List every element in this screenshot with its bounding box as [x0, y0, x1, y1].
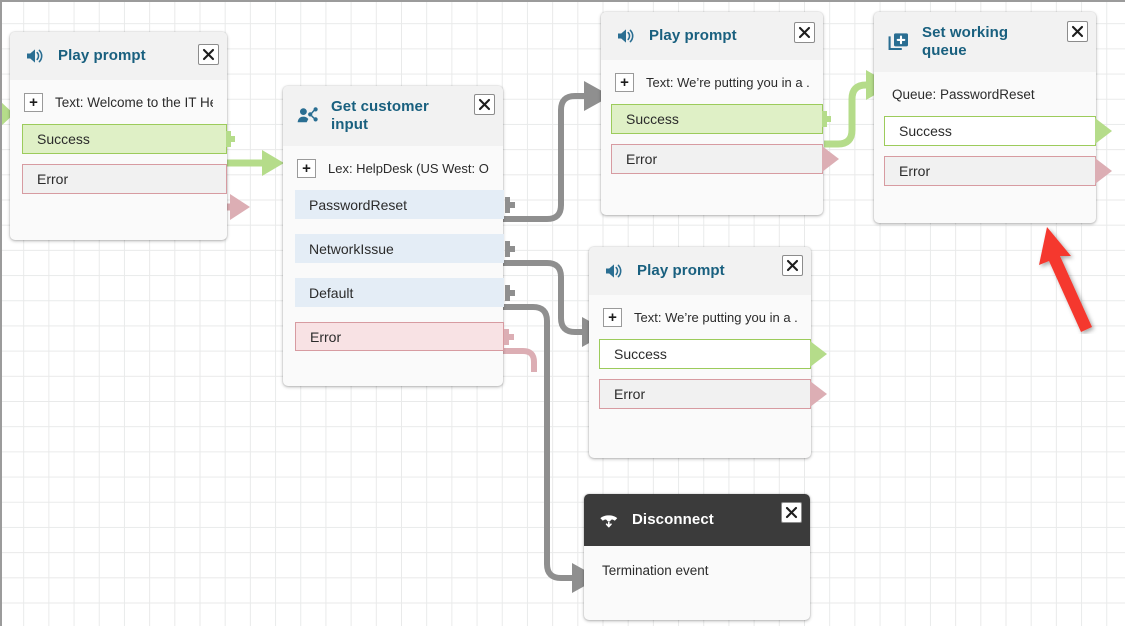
node-footer-spacer — [601, 184, 823, 196]
node-title: Play prompt — [649, 27, 737, 44]
plus-icon[interactable]: + — [603, 307, 622, 327]
node-body: Termination event — [584, 546, 810, 594]
node-header: Set working queue — [874, 12, 1096, 72]
param-text: Text: We’re putting you in a ... — [646, 74, 809, 90]
speaker-icon — [615, 25, 637, 47]
node-title: Play prompt — [58, 47, 146, 64]
close-icon[interactable] — [794, 22, 815, 43]
param-text: Text: We’re putting you in a ... — [634, 309, 797, 325]
node-title: Disconnect — [632, 511, 714, 528]
branch-label: PasswordReset — [309, 196, 408, 213]
canvas-edge-top — [0, 0, 1125, 2]
connector-stub — [822, 108, 831, 130]
branch-success[interactable]: Success — [884, 116, 1112, 146]
branch-passwordreset[interactable]: PasswordReset — [295, 190, 515, 219]
connector-stub — [505, 282, 515, 304]
param-text: Termination event — [602, 562, 709, 578]
node-title: Play prompt — [637, 262, 725, 279]
connector-welcome-error-stub — [226, 194, 250, 220]
node-play-prompt-hold-top[interactable]: Play prompt + Text: We’re putting you in… — [601, 12, 839, 215]
node-play-prompt-welcome[interactable]: Play prompt + Text: Welcome to the IT He… — [10, 32, 235, 240]
node-header: Get customer input — [283, 86, 503, 146]
close-icon[interactable] — [1067, 21, 1088, 42]
canvas-edge-left — [0, 0, 2, 626]
branch-success[interactable]: Success — [611, 104, 831, 134]
branch-error[interactable]: Error — [599, 379, 827, 409]
branch-error[interactable]: Error — [22, 164, 227, 194]
branch-default[interactable]: Default — [295, 278, 515, 307]
set-queue-icon — [888, 31, 910, 53]
param-row[interactable]: + Text: We’re putting you in a ... — [589, 295, 811, 339]
node-header: Disconnect — [584, 494, 810, 546]
node-header: Play prompt — [10, 32, 227, 80]
branch-error[interactable]: Error — [884, 156, 1112, 186]
branch-error[interactable]: Error — [611, 144, 839, 174]
param-row[interactable]: Termination event — [584, 546, 810, 594]
node-title: Set working queue — [922, 24, 1009, 59]
branch-label: Error — [310, 328, 342, 345]
node-footer-spacer — [10, 204, 227, 216]
node-footer-spacer — [283, 361, 503, 373]
branch-label: Success — [37, 131, 90, 147]
connector-welcome-success-to-input — [226, 150, 284, 176]
node-disconnect[interactable]: Disconnect Termination event — [584, 494, 810, 620]
node-header: Play prompt — [589, 247, 811, 295]
param-row[interactable]: + Lex: HelpDesk (US West: O... — [283, 146, 503, 190]
annotation-arrow-icon — [1039, 227, 1092, 332]
connector-stub — [226, 128, 235, 150]
plus-icon[interactable]: + — [297, 158, 316, 178]
node-footer-spacer — [589, 419, 811, 431]
plus-icon[interactable]: + — [615, 72, 634, 92]
node-title: Get customer input — [331, 98, 429, 133]
node-set-working-queue[interactable]: Set working queue Queue: PasswordReset S… — [874, 12, 1112, 223]
arrow-head — [810, 380, 829, 408]
customer-input-icon — [297, 105, 319, 127]
node-body: + Text: We’re putting you in a ... Succe… — [589, 295, 827, 431]
speaker-icon — [603, 260, 625, 282]
node-body: Queue: PasswordReset Success Error — [874, 72, 1112, 208]
param-row[interactable]: Queue: PasswordReset — [874, 72, 1096, 116]
branch-label: Error — [626, 151, 658, 167]
param-text: Queue: PasswordReset — [892, 86, 1035, 102]
branch-label: NetworkIssue — [309, 240, 394, 257]
speaker-icon — [24, 45, 46, 67]
phone-down-icon — [598, 509, 620, 531]
close-icon[interactable] — [781, 502, 802, 523]
branch-label: Success — [614, 346, 667, 362]
param-text: Text: Welcome to the IT Hel... — [55, 94, 213, 110]
arrow-head — [810, 340, 829, 368]
node-footer-spacer — [874, 196, 1096, 208]
node-get-customer-input[interactable]: Get customer input + Lex: HelpDesk (US W… — [283, 86, 515, 386]
node-body: + Lex: HelpDesk (US West: O... PasswordR… — [283, 146, 515, 373]
close-icon[interactable] — [198, 44, 219, 65]
param-row[interactable]: + Text: Welcome to the IT Hel... — [10, 80, 227, 124]
branch-label: Default — [309, 284, 354, 301]
branch-label: Success — [899, 123, 952, 139]
arrow-head — [822, 145, 841, 173]
branch-success[interactable]: Success — [599, 339, 827, 369]
arrow-head — [1095, 157, 1114, 185]
branch-label: Error — [614, 386, 646, 402]
branch-label: Success — [626, 111, 679, 127]
connector-stub — [505, 238, 515, 260]
branch-success[interactable]: Success — [22, 124, 235, 154]
param-row[interactable]: + Text: We’re putting you in a ... — [601, 60, 823, 104]
branch-error[interactable]: Error — [295, 322, 514, 351]
node-body: + Text: We’re putting you in a ... Succe… — [601, 60, 839, 196]
connector-stub — [504, 326, 514, 348]
arrow-head — [1095, 117, 1114, 145]
branch-networkissue[interactable]: NetworkIssue — [295, 234, 515, 263]
param-text: Lex: HelpDesk (US West: O... — [328, 160, 489, 176]
node-play-prompt-hold-mid[interactable]: Play prompt + Text: We’re putting you in… — [589, 247, 827, 458]
branch-label: Error — [37, 171, 69, 187]
node-header: Play prompt — [601, 12, 823, 60]
branch-label: Error — [899, 163, 931, 179]
plus-icon[interactable]: + — [24, 92, 43, 112]
close-icon[interactable] — [474, 94, 495, 115]
node-body: + Text: Welcome to the IT Hel... Success… — [10, 80, 235, 216]
connector-stub — [505, 194, 515, 216]
close-icon[interactable] — [782, 255, 803, 276]
